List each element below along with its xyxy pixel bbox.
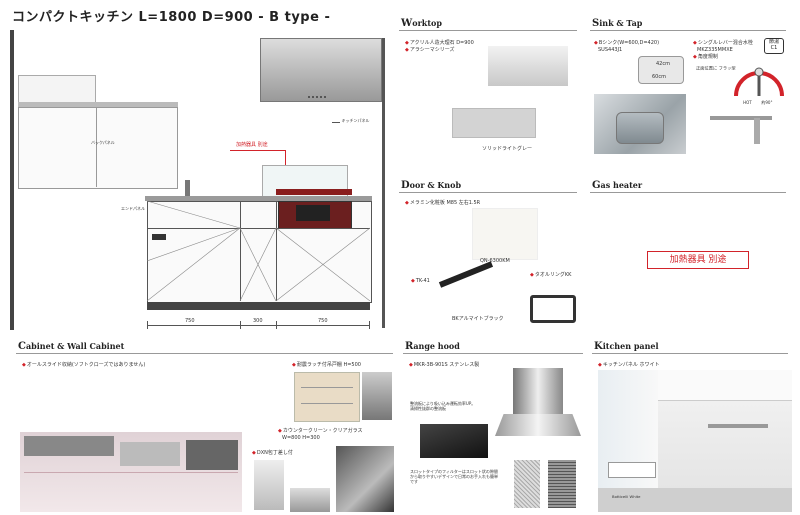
heater-separate-label: 加熱器具 別途	[236, 142, 268, 148]
tap-line: ◆角度規制	[693, 54, 718, 60]
cabinet-rule	[16, 353, 393, 354]
door-line: ◆メラミン化粧板 M85 左右1.5R	[405, 200, 481, 206]
heater-leader-h	[230, 150, 286, 151]
kpanel-rule	[592, 353, 788, 354]
dim-label: 750	[185, 318, 195, 324]
filter-photo-2	[548, 460, 576, 508]
tap-line: MKZ335MMXE	[697, 47, 733, 53]
cabinet-line3: ◆カウンタークリーン・クリアガラス	[278, 428, 363, 434]
drawers-photo	[20, 432, 242, 512]
knob1-label: ◆TK-41	[411, 278, 430, 284]
end-panel-label: エンドパネル	[121, 206, 146, 212]
wall-cabinet-photo	[294, 372, 360, 422]
counter-top	[145, 196, 372, 201]
door-code: QN-6300KM	[480, 258, 510, 264]
right-wall-line	[382, 38, 385, 328]
cab-divider-1	[240, 201, 241, 301]
door-swatch	[472, 208, 538, 260]
cabinet-diagonals	[147, 201, 370, 301]
worktop-photo	[488, 46, 568, 86]
filter-photo	[514, 460, 540, 508]
sink-line: ◆Bシンク(W=600,D=420)	[594, 40, 660, 46]
old-counter	[18, 102, 178, 107]
sink-plan-diagram	[638, 56, 684, 84]
gas-rule	[590, 192, 786, 193]
kpanel-caption: Botticelli White	[612, 495, 641, 500]
sink-dim-d: 60cm	[652, 74, 666, 80]
wall-line	[10, 30, 14, 330]
kitchen-panel-label: キッチンパネル	[341, 118, 370, 124]
backpanel-label: バックパネル	[90, 140, 115, 146]
range-hood-photo	[495, 368, 581, 444]
door-rule	[399, 192, 577, 193]
leader-line	[332, 122, 340, 123]
kpanel-line1: ◆キッチンパネル ホワイト	[598, 362, 660, 368]
range-rule	[403, 353, 583, 354]
kickplate	[147, 302, 370, 310]
sink-heading: Sink & Tap	[592, 18, 643, 29]
panel-divider	[96, 107, 97, 187]
worktop-line: ◆アクリル人造大理石 D=900	[405, 40, 474, 46]
backsplash-glass	[18, 75, 96, 104]
dim-label: 300	[253, 318, 263, 324]
canister-photo	[290, 488, 330, 512]
gas-heading: Gas heater	[592, 180, 643, 191]
cabinet-line2: ◆耐震ラッチ付吊戸棚 H=500	[292, 362, 361, 368]
worktop-swatch-caption: ソリッドライトグレー	[482, 146, 533, 152]
dim-label: 750	[318, 318, 328, 324]
faucet-drawing	[185, 180, 190, 196]
handle	[152, 234, 166, 240]
kitchen-panel-photo	[598, 370, 792, 512]
gas-heater-label: 加熱器具 別途	[647, 251, 749, 269]
kpanel-heading: Kitchen panel	[594, 341, 659, 352]
drawer-line	[147, 228, 370, 229]
dim-tick	[147, 321, 148, 329]
worktop-heading: Worktop	[401, 18, 442, 29]
worktop-rule	[399, 30, 577, 31]
range-heading: Range hood	[405, 341, 460, 352]
rectifier-photo	[420, 424, 488, 458]
glass-counter-photo	[336, 446, 394, 512]
backpanel-area	[18, 107, 178, 189]
tap-note: 正面位置に フラッ型	[696, 66, 736, 72]
worktop-line: ◆アラシーマシリーズ	[405, 47, 455, 53]
stove-top	[276, 189, 352, 195]
cabinet-line4: W=800 H=300	[282, 435, 320, 441]
tap-rotation-diagram	[734, 67, 784, 97]
worktop-swatch	[452, 108, 536, 138]
range-hood-drawing	[260, 38, 382, 102]
range-label: 約90°	[761, 100, 773, 106]
sink-photo	[594, 94, 686, 154]
handle-bar-photo	[438, 261, 494, 288]
dim-tick	[276, 321, 277, 329]
page-title: コンパクトキッチン L=1800 D=900 - B type -	[12, 10, 331, 25]
dim-tick	[240, 321, 241, 329]
dimension-line	[147, 325, 370, 326]
sink-dim-w: 42cm	[656, 61, 670, 67]
cabinet-line5: ◆DXN包丁差し付	[252, 450, 293, 456]
hood-controls	[308, 96, 326, 101]
door-heading: Door & Knob	[401, 180, 462, 191]
dim-tick	[369, 321, 370, 329]
cabinet-line1: ◆オールスライド収納(ソフトクローズではありません)	[22, 362, 146, 368]
cabinet-heading: Cabinet & Wall Cabinet	[18, 341, 125, 352]
knob1-caption: BKアルマイトブラック	[452, 316, 504, 322]
knob2-label: ◆タオルリングKK	[530, 272, 572, 278]
range-line1: ◆MKR-3B-901S ステンレス製	[409, 362, 480, 368]
tap-line: ◆シングルレバー混合水栓	[693, 40, 753, 46]
towel-ring-photo	[530, 295, 576, 323]
sink-line: SUS443J1	[598, 47, 623, 53]
wall-cabinet-photo-2	[362, 372, 392, 420]
grill-window	[296, 205, 330, 221]
knife-holder-photo	[254, 460, 284, 510]
sink-rule	[590, 30, 786, 31]
cab-divider-2	[276, 201, 277, 301]
hot-label: HOT	[743, 100, 752, 106]
range-note1: 整流板により吸い込み運転効率UP。清掃性抜群の整流板	[410, 402, 476, 412]
range-note2: スロットタイプのフィルターはスロット状の隙間から取りやすいデザインで日常のお手入…	[410, 470, 499, 485]
faucet-photo	[696, 108, 780, 154]
